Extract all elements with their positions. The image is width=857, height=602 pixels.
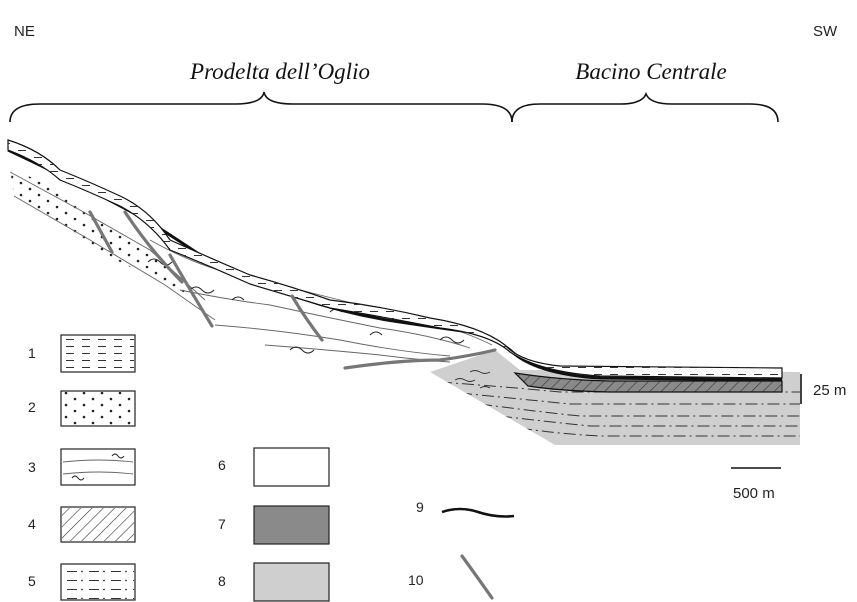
brace-prodelta <box>9 91 513 123</box>
vertical-scale-label: 25 m <box>813 382 846 399</box>
legend: 1 2 3 4 5 6 7 8 <box>28 334 515 602</box>
legend-swatch-light-grey <box>253 562 330 602</box>
legend-number-3: 3 <box>28 459 36 475</box>
dotted-unit-lower-line <box>13 195 216 321</box>
orientation-sw-label: SW <box>813 23 838 40</box>
legend-number-6: 6 <box>218 457 226 473</box>
dotted-unit-upper-line <box>9 171 206 301</box>
dotted-unit-2 <box>10 168 200 300</box>
legend-swatch-dashdot-pattern <box>62 565 134 599</box>
legend-swatch-hatch-pattern <box>62 508 134 541</box>
legend-number-4: 4 <box>28 516 36 532</box>
legend-number-7: 7 <box>218 516 226 532</box>
legend-swatch-wavy <box>60 448 136 486</box>
legend-swatch-wavy-squiggles <box>71 453 125 481</box>
legend-swatch-black-line <box>441 507 515 518</box>
legend-number-10: 10 <box>408 572 424 588</box>
legend-swatch-dark-grey <box>253 505 330 545</box>
basin-fill-unit-8 <box>430 350 800 445</box>
horizontal-scale-label: 500 m <box>733 485 775 502</box>
fault-lines-unit-10 <box>88 210 497 370</box>
legend-number-9: 9 <box>416 499 424 515</box>
legend-number-5: 5 <box>28 573 36 589</box>
legend-number-8: 8 <box>218 573 226 589</box>
legend-number-1: 1 <box>28 345 36 361</box>
legend-swatch-wavy-lines <box>62 459 134 475</box>
orientation-ne-label: NE <box>14 23 35 40</box>
legend-swatch-white <box>253 447 330 487</box>
region-title-bacino: Bacino Centrale <box>575 59 726 84</box>
dark-layer-hatch <box>513 372 783 393</box>
legend-swatch-dashed-pattern <box>62 336 134 371</box>
legend-swatch-grey-curve <box>460 554 494 600</box>
legend-number-2: 2 <box>28 399 36 415</box>
legend-swatch-dotted-pattern <box>62 392 134 425</box>
region-title-prodelta: Prodelta dell’Oglio <box>189 59 370 84</box>
brace-bacino <box>511 91 779 123</box>
